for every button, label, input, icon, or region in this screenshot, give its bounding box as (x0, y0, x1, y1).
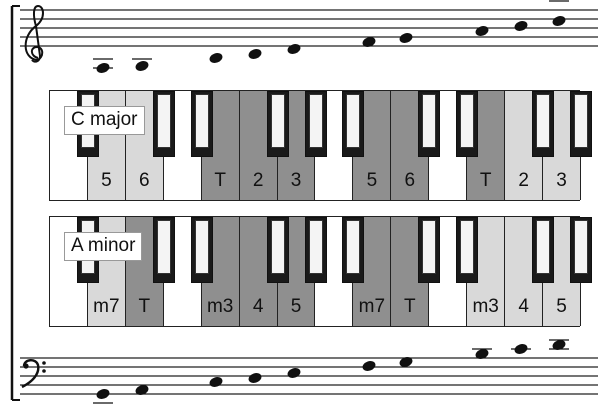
black-key (304, 91, 327, 157)
note (514, 344, 528, 354)
note (248, 373, 262, 383)
black-key (342, 91, 365, 157)
note (362, 37, 376, 47)
black-key (266, 217, 289, 283)
note (209, 377, 223, 387)
note (248, 49, 262, 59)
degree-label: 5 (290, 296, 302, 317)
black-key (266, 91, 289, 157)
note (209, 53, 223, 63)
degree-label: T (404, 296, 416, 317)
black-key (570, 217, 592, 283)
degree-label: T (479, 170, 492, 191)
bass-notes (93, 339, 569, 404)
black-key (152, 217, 175, 283)
degree-label: m7 (358, 296, 386, 317)
degree-label: 5 (556, 296, 567, 317)
treble-staff (20, 9, 598, 47)
black-key (570, 91, 592, 157)
black-key (304, 217, 327, 283)
degree-label: m7 (93, 296, 120, 317)
note (96, 63, 110, 73)
note (399, 33, 413, 43)
black-key (456, 217, 479, 283)
degree-label: 3 (556, 170, 567, 191)
note (552, 16, 566, 26)
degree-label: T (138, 296, 151, 317)
degree-label: 6 (139, 170, 150, 191)
scale-label-a-minor: A minor (64, 232, 143, 261)
black-key (418, 91, 441, 157)
degree-label: m3 (206, 296, 234, 317)
degree-label: 5 (366, 170, 378, 191)
note (287, 44, 301, 54)
treble-notes (93, 0, 569, 73)
black-key (418, 217, 441, 283)
note (287, 368, 301, 378)
note (552, 340, 566, 350)
system-bracket (10, 5, 20, 401)
scale-label-c-major: C major (64, 106, 145, 135)
bass-staff (20, 357, 598, 395)
note (475, 349, 489, 359)
note (514, 21, 528, 31)
degree-label: 4 (252, 296, 264, 317)
black-key (532, 91, 555, 157)
degree-label: 2 (252, 170, 264, 191)
degree-label: m3 (472, 296, 499, 317)
white-key: m3 (201, 217, 240, 326)
degree-label: 4 (518, 296, 529, 317)
degree-label: T (214, 170, 226, 191)
keyboard-c-major: 5 6 T 2 3 5 6 T 2 3 (49, 90, 592, 201)
degree-label: 3 (290, 170, 302, 191)
note (96, 389, 110, 399)
note (135, 61, 149, 71)
bass-clef-icon (21, 359, 46, 389)
note (135, 385, 149, 395)
degree-label: 5 (101, 170, 112, 191)
note (399, 357, 413, 367)
black-key (342, 217, 365, 283)
note (475, 26, 489, 36)
treble-clef-icon (24, 4, 44, 63)
degree-label: 6 (404, 170, 416, 191)
degree-label: 2 (518, 170, 529, 191)
black-key (152, 91, 175, 157)
black-key (190, 91, 213, 157)
black-key (456, 91, 479, 157)
black-key (532, 217, 555, 283)
black-key (190, 217, 213, 283)
note (362, 361, 376, 371)
